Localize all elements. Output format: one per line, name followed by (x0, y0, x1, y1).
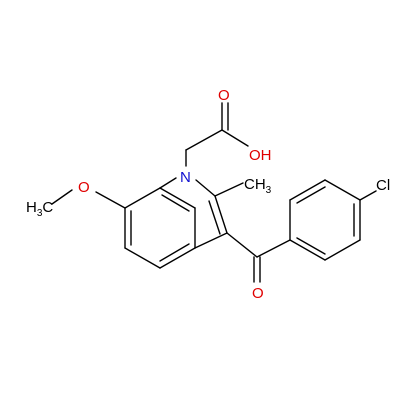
bond-c3a-c7a (159, 187, 196, 209)
methyl-label: CH (244, 176, 266, 193)
bond-co-phenyl (256, 239, 291, 258)
atom-n: N (180, 169, 191, 186)
bond-ph1-ph2-double (296, 237, 326, 255)
chlorophenyl-ring (289, 179, 377, 261)
methoxy-subscript: 3 (37, 208, 43, 219)
bond-ch2-cooh (185, 129, 223, 151)
bond-ph4-ph5 (324, 179, 361, 201)
bond-c2-methyl (214, 182, 244, 197)
bond-c7a-n (159, 177, 177, 189)
pyrrole-ring (159, 177, 228, 249)
bond-c7a-c7 (124, 187, 161, 209)
bond-ph2-ph3 (324, 239, 361, 261)
bond-ph4-cl (359, 190, 377, 201)
methoxy-c: C (42, 199, 53, 216)
bond-c3-co (226, 232, 258, 258)
bond-o-ch3 (51, 189, 73, 205)
atom-methoxy-ch3: H3C (26, 199, 53, 219)
methoxy-group (51, 189, 126, 209)
bond-ph5-ph6-double (296, 186, 326, 204)
bond-ph1-ph2 (289, 239, 326, 261)
bond-c3a-c7a-double (161, 194, 190, 212)
bond-c5-c4-double (159, 243, 190, 262)
bond-c2-c3-double (208, 200, 221, 235)
bond-n-c2 (195, 179, 216, 197)
atom-o-methoxy: O (78, 179, 90, 196)
bond-c-oh (221, 129, 249, 147)
indole-benzene-ring (124, 187, 196, 269)
atom-oh: OH (249, 147, 272, 164)
atom-cl: Cl (376, 177, 390, 194)
bond-c6-o (95, 191, 126, 209)
bond-c5-c4 (159, 247, 196, 269)
atom-o-acid: O (218, 87, 230, 104)
methoxy-h: H (26, 199, 37, 216)
atom-o-ketone: O (252, 285, 264, 302)
bond-c2-c3 (214, 195, 228, 234)
acetic-acid-chain (185, 102, 249, 167)
methyl-subscript: 3 (266, 185, 272, 196)
bond-c6-c5 (124, 247, 161, 269)
bond-ph5-ph6 (289, 179, 326, 201)
atom-methyl: CH3 (244, 176, 272, 196)
ketone-group (226, 232, 291, 283)
bond-c3-c3a (194, 232, 228, 249)
